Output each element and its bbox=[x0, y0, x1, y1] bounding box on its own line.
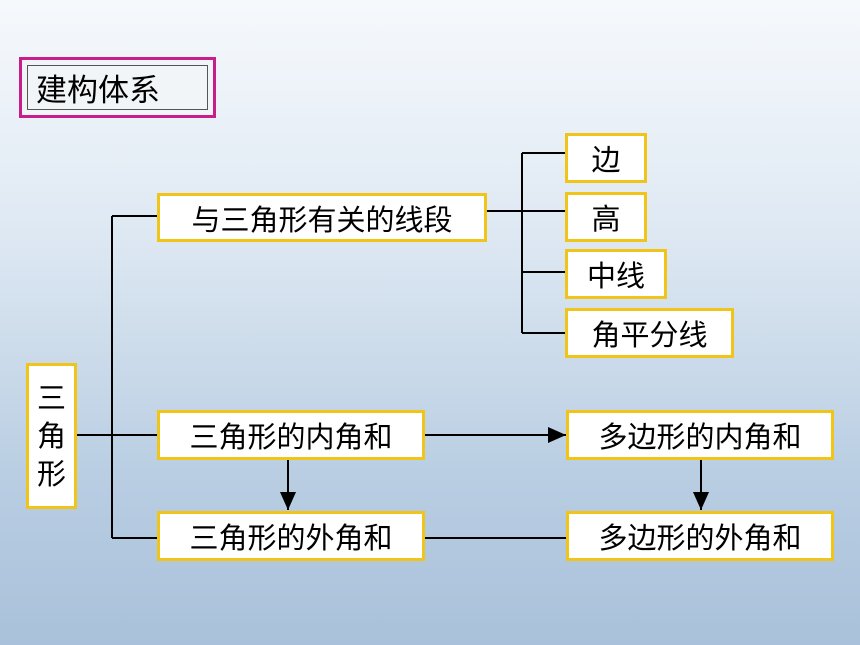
node-interior-angle-sum: 三角形的内角和 bbox=[157, 410, 425, 460]
node-polygon-exterior-sum: 多边形的外角和 bbox=[566, 511, 834, 561]
root-char-2: 角 bbox=[36, 419, 66, 453]
page-title: 建构体系 bbox=[27, 65, 208, 110]
node-median: 中线 bbox=[565, 249, 667, 299]
root-char-3: 形 bbox=[36, 457, 66, 491]
title-frame: 建构体系 bbox=[19, 57, 216, 118]
root-char-1: 三 bbox=[36, 381, 66, 415]
node-related-segments: 与三角形有关的线段 bbox=[157, 193, 487, 242]
node-height: 高 bbox=[565, 192, 647, 242]
node-edge: 边 bbox=[565, 133, 647, 183]
node-polygon-interior-sum: 多边形的内角和 bbox=[566, 410, 834, 460]
node-exterior-angle-sum: 三角形的外角和 bbox=[157, 511, 425, 561]
node-angle-bisector: 角平分线 bbox=[565, 308, 734, 358]
root-node-triangle: 三 角 形 bbox=[26, 363, 77, 509]
